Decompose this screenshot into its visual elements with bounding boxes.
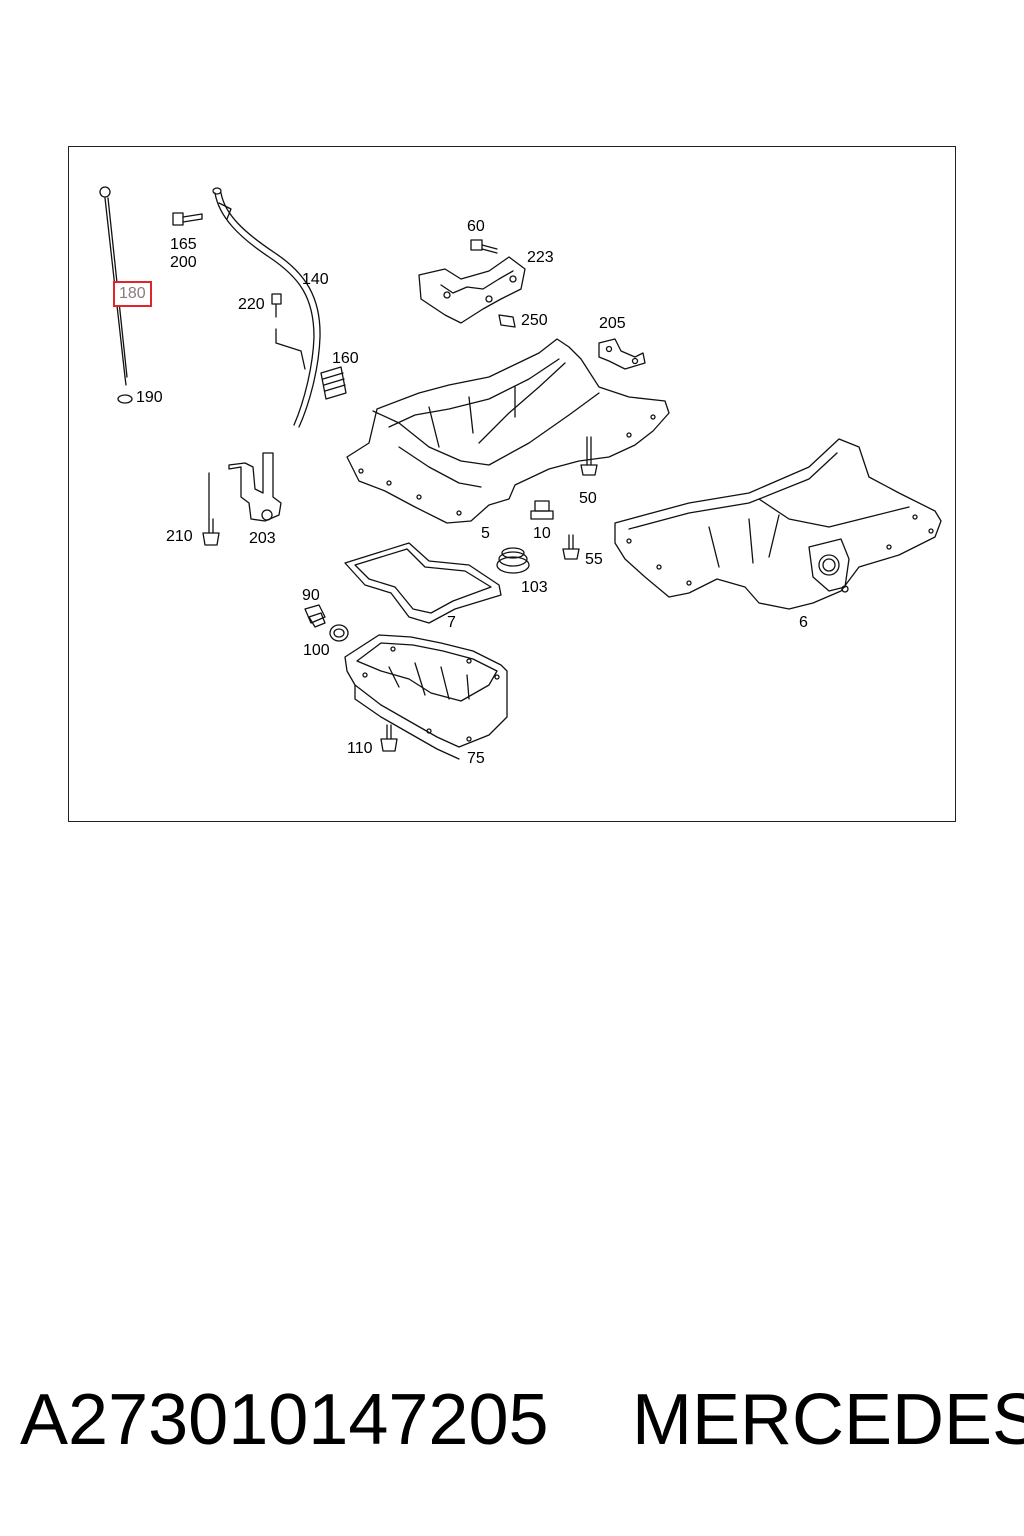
callout-165: 165 [170,236,197,253]
plug-part-10 [530,500,554,520]
callout-180: 180 [113,281,152,307]
lower-oil-pan-part-75 [344,634,508,760]
callout-60: 60 [467,218,485,235]
upper-oil-pan-part-5 [346,338,670,524]
bracket-part-205 [598,338,646,370]
callout-10: 10 [533,525,551,542]
callout-223: 223 [527,249,554,266]
callout-210: 210 [166,528,193,545]
callout-75: 75 [467,750,485,767]
seal-part-103 [496,547,530,574]
ring-part-100 [329,624,349,642]
callout-103: 103 [521,579,548,596]
bolt-part-60 [470,239,498,254]
bolt-part-165 [172,212,203,226]
callout-250: 250 [521,312,548,329]
callout-110: 110 [347,740,373,757]
block-part-250 [498,314,516,328]
callout-50: 50 [579,490,597,507]
parts-diagram: 180 190 165 200 140 220 160 60 223 250 2… [68,146,956,822]
plug-part-90 [304,604,326,628]
callout-190: 190 [136,389,163,406]
callout-5: 5 [481,525,490,542]
bolt-part-50 [580,436,598,476]
bolt-part-210 [202,472,220,546]
callout-100: 100 [303,642,330,659]
callout-203: 203 [249,530,276,547]
callout-200: 200 [170,254,197,271]
bolt-part-55 [562,534,580,560]
seal-ring-part-190 [117,394,133,404]
oil-pan-part-6 [614,438,942,610]
callout-160: 160 [332,350,359,367]
callout-220: 220 [238,296,265,313]
callout-6: 6 [799,614,808,631]
callout-7: 7 [447,614,456,631]
bolt-part-110 [380,724,398,752]
callout-205: 205 [599,315,626,332]
grommet-part-160 [320,366,347,400]
exploded-view-drawing [99,186,942,760]
callout-90: 90 [302,587,320,604]
dipstick-tube-part [212,187,321,428]
callout-55: 55 [585,551,603,568]
bolt-part-220 [271,293,306,370]
gasket-part-7 [344,542,502,624]
bracket-part-223 [418,256,526,324]
bracket-part-203 [228,452,282,522]
callout-140: 140 [302,271,329,288]
brand-name: MERCEDES [632,1380,1024,1460]
part-number: A273010147205 [20,1380,549,1460]
